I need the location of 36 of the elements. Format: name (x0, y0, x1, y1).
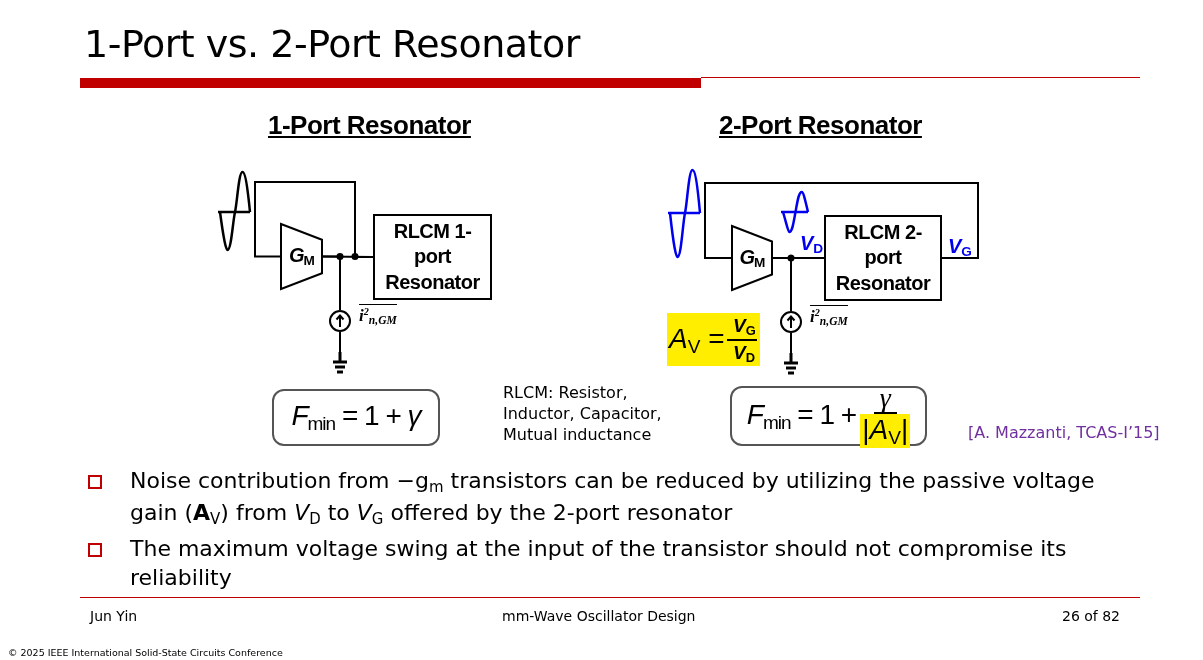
wire (339, 331, 341, 353)
formula-text: F$_{min}$ = 1 + (746, 398, 857, 434)
page-title: 1-Port vs. 2-Port Resonator (84, 22, 580, 66)
fraction-term: V$_{D}$ (733, 343, 755, 366)
bullet-text: Noise contribution from −g$_{m}$ transistors can be reduced by utilizing the passive voltage gain (A$_{V}$) from V$_{D}$ to V$_{G}$ offered by the 2-port resonator (130, 467, 1096, 530)
citation: [A. Mazzanti, TCAS-I’15] (968, 423, 1160, 442)
ground-symbol (783, 353, 799, 377)
amplifier-trapezoid (731, 225, 773, 291)
copyright-text: © 2025 IEEE International Solid-State Circuits Conference (8, 647, 283, 658)
current-source-symbol (780, 311, 802, 333)
resonator-box: RLCM 2-port Resonator (824, 215, 942, 301)
amplifier-label: G$_{M}$ (289, 245, 314, 268)
bullet-text: The maximum voltage swing at the input of the transistor should not compromise its reliability (130, 535, 1068, 593)
fraction-term: V$_{G}$ (733, 316, 756, 339)
formula-text: F$_{min}$ = 1 + γ (291, 400, 421, 435)
wire (790, 332, 792, 354)
fraction-denominator: |A$_{V}$| (860, 413, 911, 449)
resonator-box: RLCM 1-port Resonator (373, 214, 492, 300)
amplifier-trapezoid (280, 223, 323, 290)
current-source-symbol (329, 310, 351, 332)
wire (772, 257, 792, 312)
formula-box (730, 386, 927, 446)
ground-symbol (332, 352, 348, 376)
section-heading: 2-Port Resonator (719, 110, 922, 141)
wire (704, 182, 979, 259)
footer-text: mm-Wave Oscillator Design (502, 608, 696, 624)
footer-text: 26 of 82 (1062, 608, 1121, 624)
note-text: RLCM: Resistor, Inductor, Capacitor, Mutual inductance (503, 383, 663, 446)
amplifier-label: G$_{M}$ (739, 246, 765, 270)
footer-text: Jun Yin (90, 608, 138, 624)
wire (322, 255, 341, 311)
gain-formula-label: A$_{V}$ = (669, 323, 725, 358)
formula-box (272, 389, 440, 446)
section-heading: 1-Port Resonator (268, 110, 471, 141)
voltage-label: V$_{D}$ (800, 232, 824, 257)
voltage-label: V$_{G}$ (948, 235, 972, 260)
